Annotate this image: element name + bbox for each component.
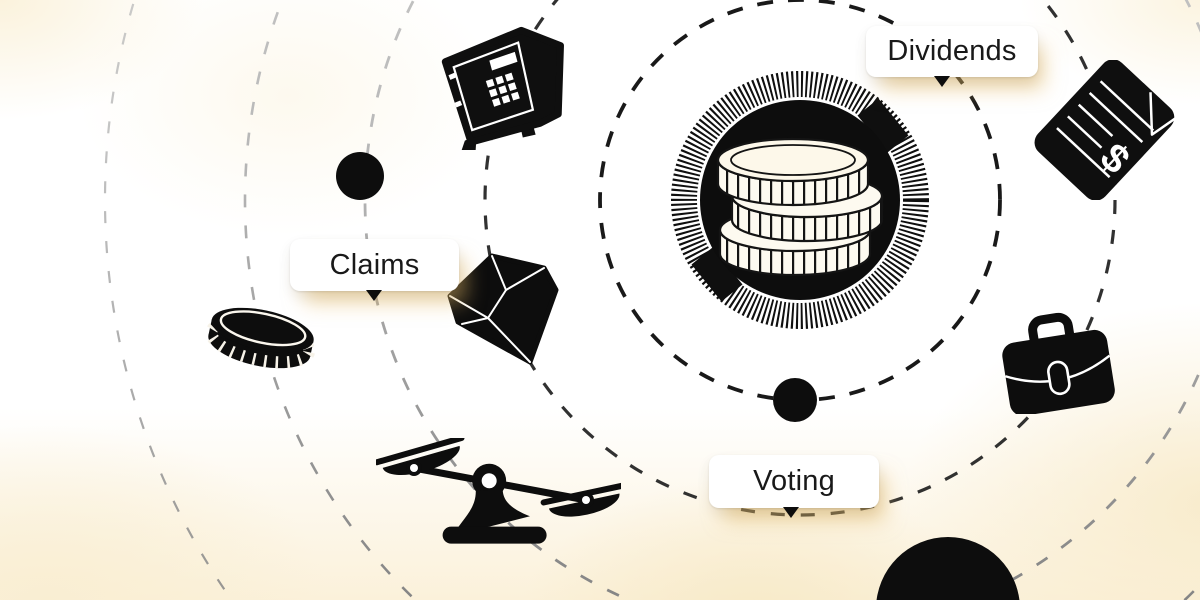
burst-solid-segment <box>857 98 909 153</box>
diamond-icon <box>447 253 559 365</box>
coin-icon <box>206 307 316 369</box>
label-dividends-text: Dividends <box>887 35 1017 67</box>
balance-scale-icon <box>376 438 621 544</box>
label-pointer-icon <box>934 76 950 87</box>
label-dividends: Dividends <box>866 26 1038 87</box>
label-pointer-icon <box>783 507 799 518</box>
invoice-dollar-icon: $ <box>1034 60 1177 200</box>
briefcase-icon <box>1002 312 1115 414</box>
burst-ring <box>671 71 929 329</box>
coin-top <box>716 137 870 207</box>
label-voting: Voting <box>709 455 879 518</box>
coin-stack-emblem <box>671 71 929 329</box>
label-voting-text: Voting <box>753 465 835 497</box>
safe-icon <box>441 26 564 150</box>
orbit-dot <box>336 152 384 200</box>
orbit-dot <box>773 378 817 422</box>
label-claims: Claims <box>290 239 459 301</box>
label-claims-text: Claims <box>329 248 420 281</box>
burst-solid-segment <box>691 247 743 302</box>
label-pointer-icon <box>366 290 382 301</box>
orbit-4 <box>243 0 1200 600</box>
orbit-2 <box>483 0 1117 517</box>
